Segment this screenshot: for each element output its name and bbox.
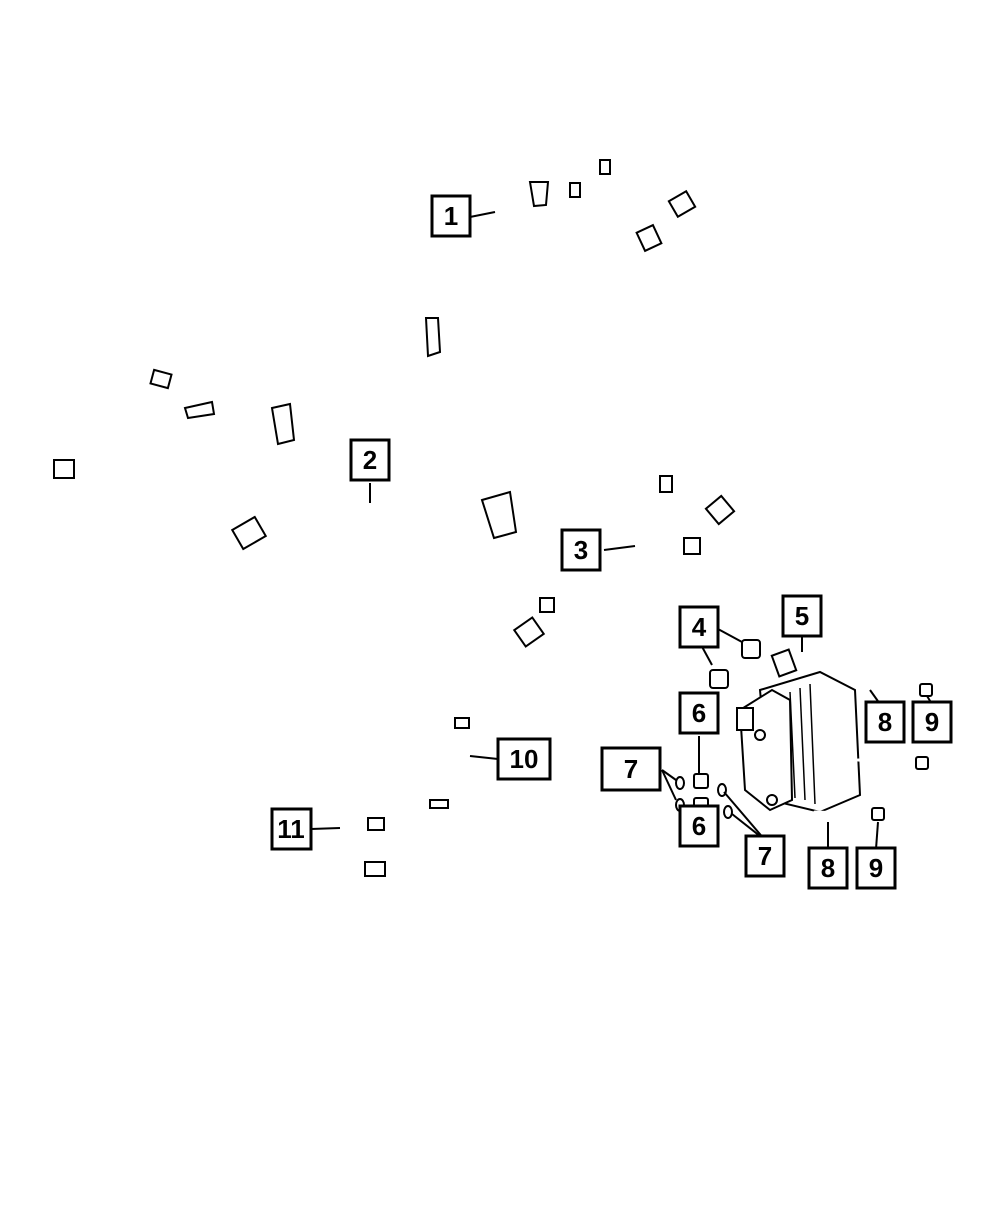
callout-label: 9 bbox=[869, 853, 883, 883]
callout-label: 9 bbox=[925, 707, 939, 737]
callout-5: 5 bbox=[781, 594, 823, 638]
callout-3: 3 bbox=[560, 528, 602, 572]
callout-label: 6 bbox=[692, 698, 706, 728]
callout-label: 7 bbox=[758, 841, 772, 871]
callout-label: 6 bbox=[692, 811, 706, 841]
callout-label: 10 bbox=[510, 744, 539, 774]
callout-4: 4 bbox=[678, 605, 720, 649]
nut-9 bbox=[871, 683, 933, 821]
callout-label: 3 bbox=[574, 535, 588, 565]
hose-assembly-1 bbox=[53, 152, 697, 479]
callout-8-lower: 8 bbox=[807, 846, 849, 890]
callout-9-lower: 9 bbox=[855, 846, 897, 890]
callout-7-right: 7 bbox=[744, 834, 786, 878]
callout-label: 8 bbox=[821, 853, 835, 883]
callout-7-left: 7 bbox=[600, 746, 662, 792]
hose-11 bbox=[349, 794, 388, 901]
hose-10 bbox=[415, 695, 473, 809]
callout-label: 7 bbox=[624, 754, 638, 784]
callout-label: 11 bbox=[277, 814, 305, 844]
callout-9-upper: 9 bbox=[911, 700, 953, 744]
callout-label: 5 bbox=[795, 601, 809, 631]
callout-1: 1 bbox=[430, 194, 472, 238]
callout-label: 1 bbox=[444, 201, 458, 231]
callout-6-lower: 6 bbox=[678, 804, 720, 848]
callout-6-upper: 6 bbox=[678, 691, 720, 735]
callout-label: 2 bbox=[363, 445, 377, 475]
fitting-4 bbox=[709, 639, 761, 689]
callout-8-upper: 8 bbox=[864, 700, 906, 744]
oil-cooler-5 bbox=[736, 648, 862, 814]
callout-label: 8 bbox=[878, 707, 892, 737]
hose-assembly-2 bbox=[230, 471, 736, 551]
callout-11: 11 bbox=[270, 807, 313, 851]
hose-assembly-3 bbox=[512, 511, 701, 648]
callout-label: 4 bbox=[692, 612, 707, 642]
callout-10: 10 bbox=[496, 737, 552, 781]
callout-2: 2 bbox=[349, 438, 391, 482]
stud-8 bbox=[813, 686, 914, 816]
